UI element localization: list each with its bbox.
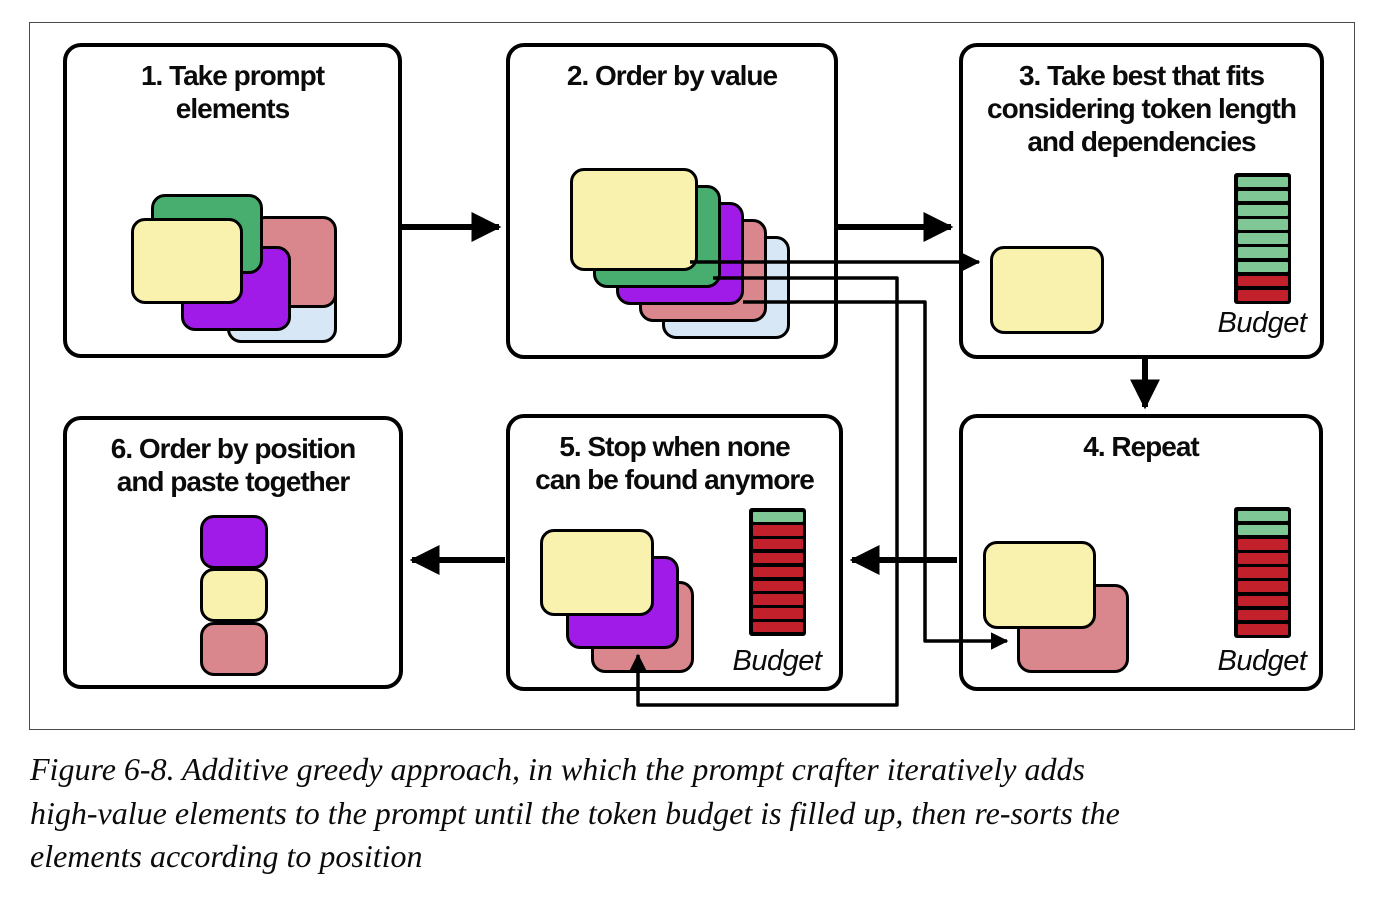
step1-title: 1. Take prompt elements bbox=[140, 60, 325, 125]
card-pink bbox=[200, 622, 268, 676]
budget-segment-red bbox=[1237, 275, 1288, 287]
budget-segment-green bbox=[1237, 190, 1288, 202]
step2-title: 2. Order by value bbox=[566, 60, 778, 91]
budget-segment-red bbox=[752, 566, 803, 578]
budget-segment-red bbox=[1237, 567, 1288, 578]
figure-caption: Figure 6-8. Additive greedy approach, in… bbox=[30, 751, 1120, 875]
card-yellow bbox=[540, 529, 654, 616]
budget-segment-red bbox=[1237, 595, 1288, 607]
budget-segment-red bbox=[752, 594, 803, 605]
budget-label: Budget bbox=[1217, 307, 1307, 339]
budget-segment-red bbox=[1237, 289, 1288, 301]
budget-bar bbox=[1234, 507, 1291, 638]
budget-bar bbox=[1234, 173, 1291, 304]
budget-segment-red bbox=[752, 580, 803, 591]
budget-segment-red bbox=[1237, 623, 1288, 635]
budget-segment-green bbox=[752, 511, 803, 522]
figure-frame: 1. Take prompt elements 2. Order by valu… bbox=[29, 22, 1355, 730]
budget-segment-green bbox=[1237, 233, 1288, 244]
budget-segment-red bbox=[752, 608, 803, 619]
budget-segment-green bbox=[1237, 247, 1288, 259]
budget-segment-red bbox=[1237, 581, 1288, 593]
budget-segment-red bbox=[1237, 538, 1288, 550]
budget-segment-green bbox=[1237, 219, 1288, 230]
card-yellow bbox=[990, 246, 1104, 334]
step6-title: 6. Order by position and paste together bbox=[110, 433, 356, 498]
budget-segment-red bbox=[752, 552, 803, 564]
budget-label: Budget bbox=[732, 645, 822, 677]
card-purple bbox=[200, 515, 268, 569]
budget-segment-red bbox=[1237, 553, 1288, 564]
budget-segment-green bbox=[1237, 510, 1288, 522]
step4-title: 4. Repeat bbox=[1083, 431, 1200, 462]
budget-segment-red bbox=[1237, 609, 1288, 621]
budget-segment-green bbox=[1237, 524, 1288, 536]
budget-segment-green bbox=[1237, 176, 1288, 188]
budget-label: Budget bbox=[1217, 645, 1307, 677]
budget-segment-green bbox=[1237, 261, 1288, 273]
budget-bar bbox=[749, 508, 806, 636]
step5-title: 5. Stop when none can be found anymore bbox=[535, 431, 815, 496]
budget-segment-green bbox=[1237, 204, 1288, 216]
card-yellow bbox=[983, 541, 1096, 629]
card-yellow bbox=[570, 168, 698, 271]
budget-segment-red bbox=[752, 539, 803, 550]
step3-title: 3. Take best that fits considering token… bbox=[987, 60, 1297, 158]
card-yellow bbox=[131, 218, 243, 304]
budget-segment-red bbox=[752, 622, 803, 633]
budget-segment-red bbox=[752, 525, 803, 536]
card-yellow bbox=[200, 568, 268, 622]
